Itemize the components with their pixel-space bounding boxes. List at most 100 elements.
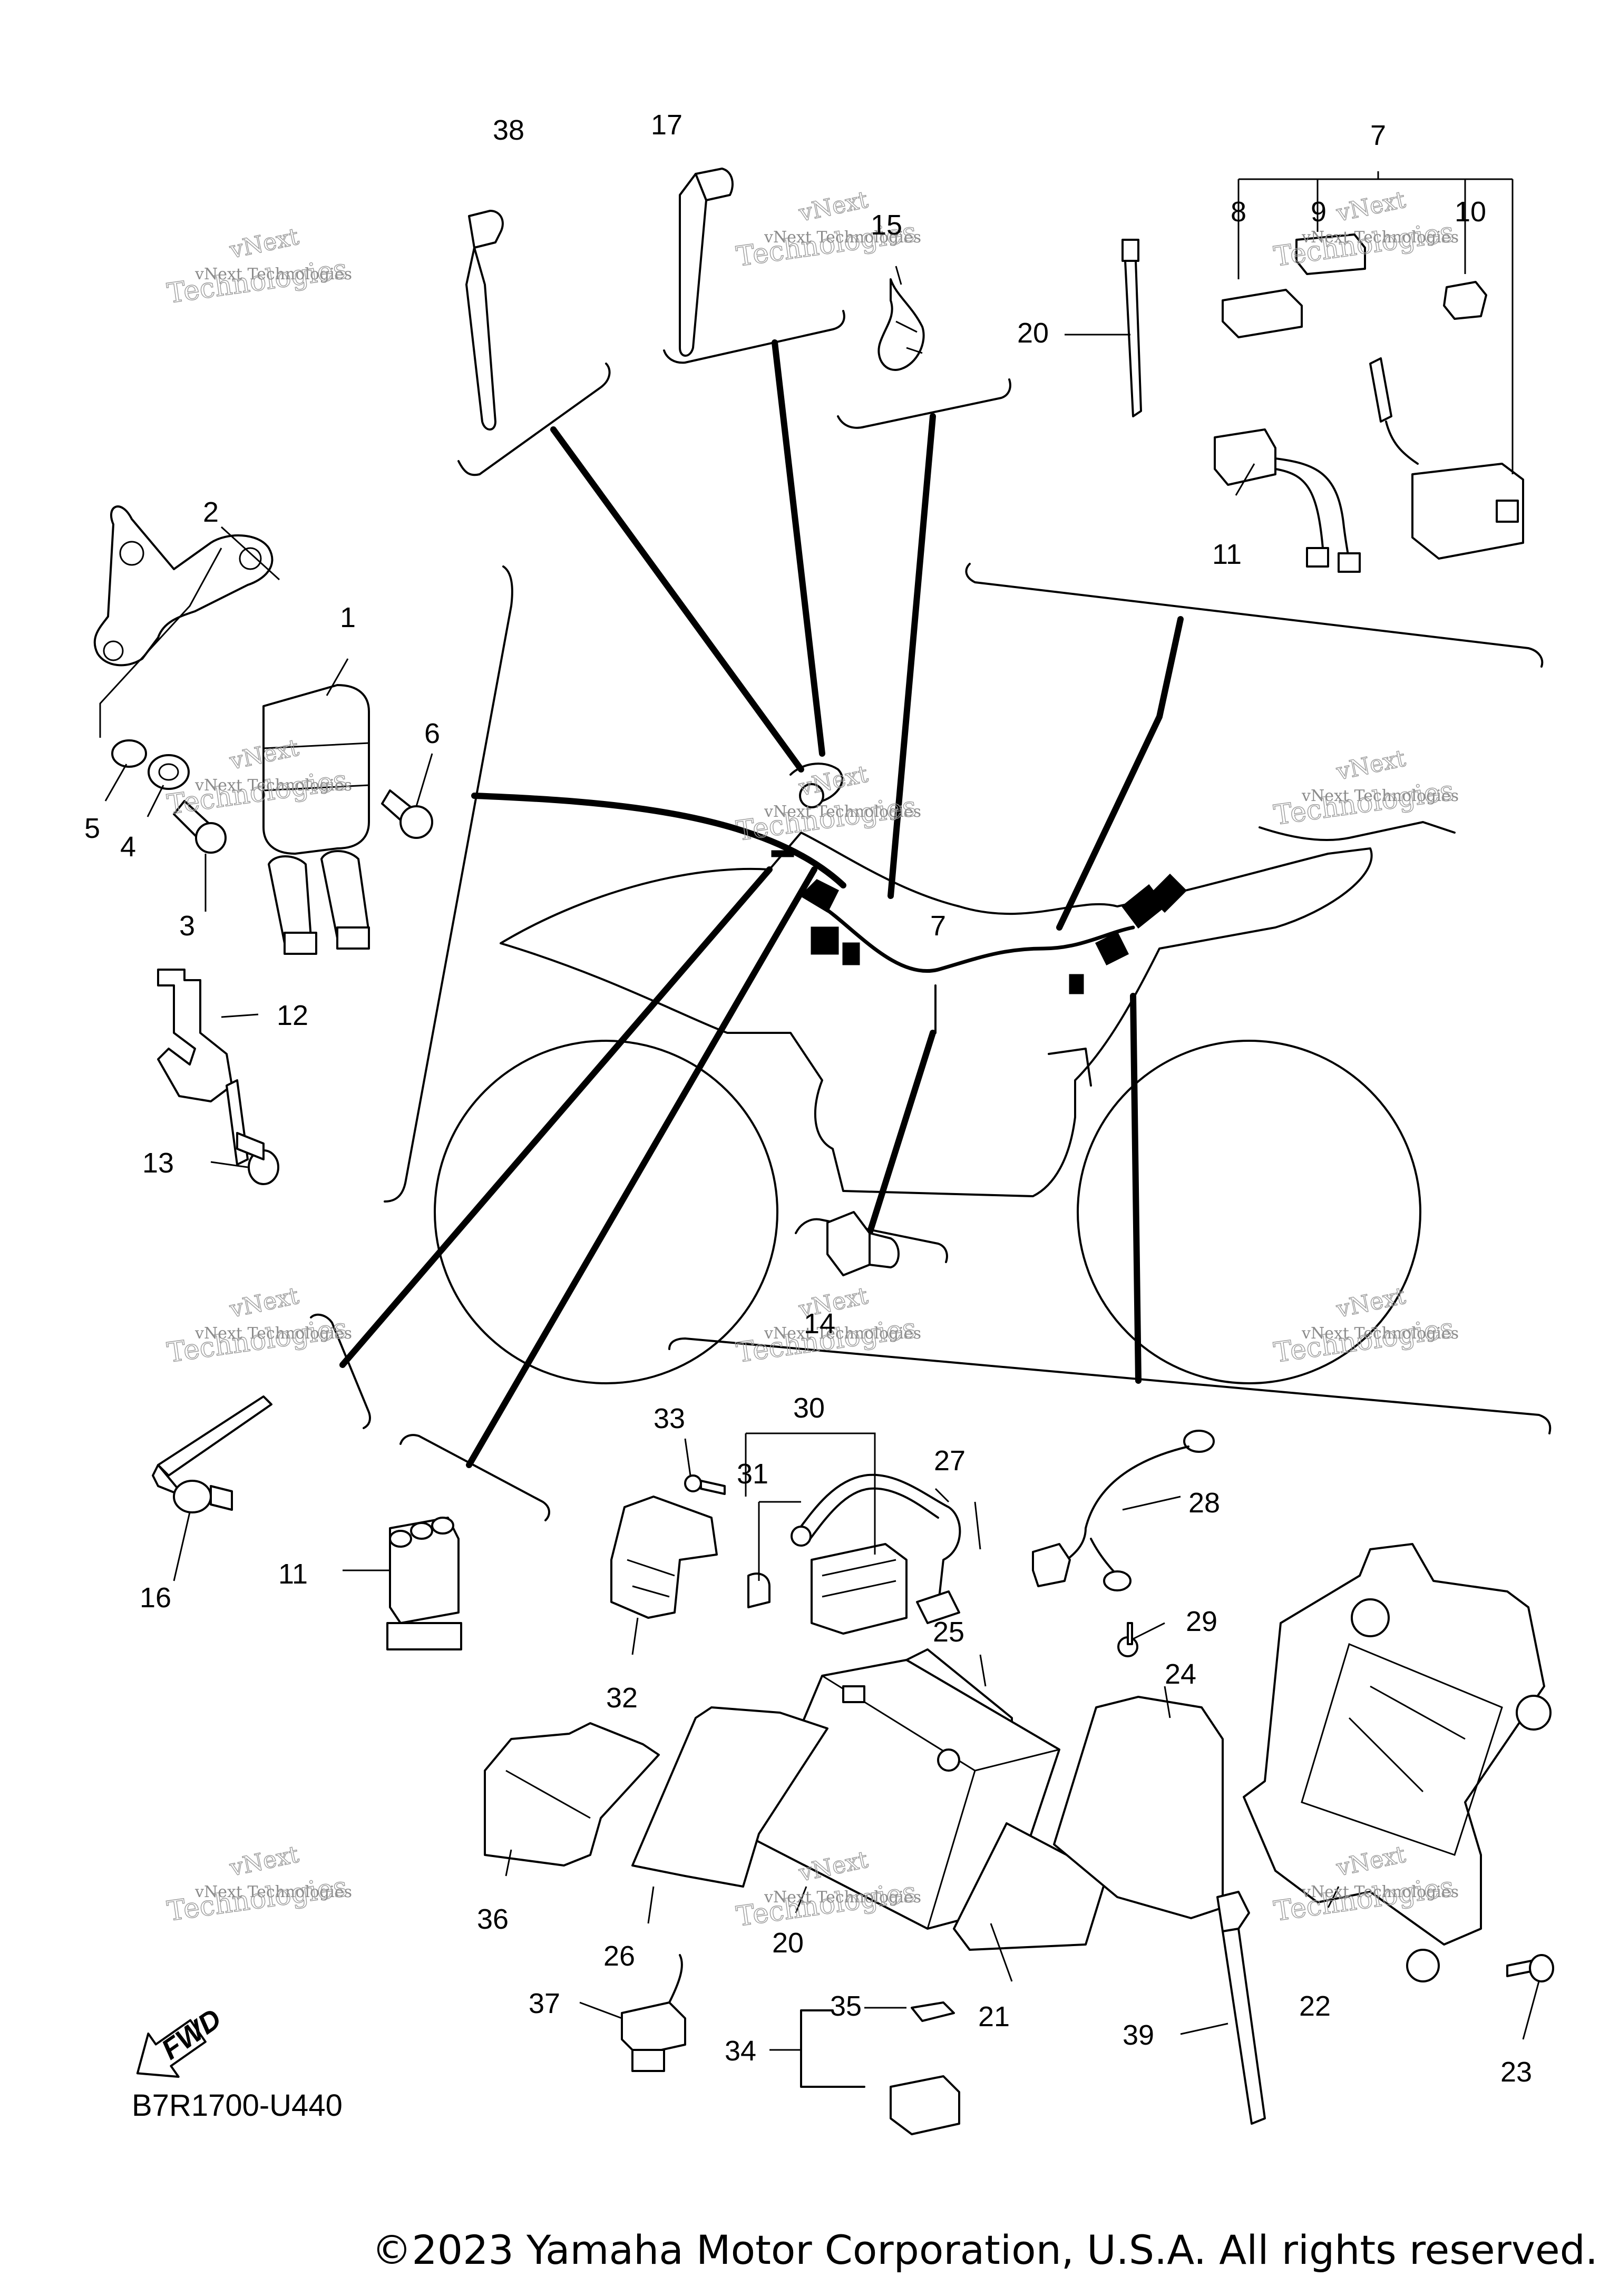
callout-33: 32: [606, 1682, 638, 1714]
watermark-text: vNext: [796, 186, 871, 227]
callout-7-group: 7: [1370, 120, 1386, 151]
small-hardware-3-4-5-6: [111, 739, 433, 854]
callout-39: 39: [1123, 2019, 1154, 2051]
part-27-battery-band: [631, 1706, 828, 1888]
callout-22: 21: [978, 2001, 1010, 2033]
watermark-text: vNext: [227, 1841, 301, 1882]
callout-16: 15: [871, 209, 902, 241]
watermark-text: vNext: [1334, 186, 1408, 227]
callout-25: 24: [1165, 1658, 1196, 1690]
watermark-text: vNext Technologies: [764, 803, 921, 821]
callout-12: 11: [278, 1558, 308, 1590]
part-37-cover: [484, 1722, 660, 1867]
watermark-text: vNext Technologies: [764, 228, 921, 247]
part-12-coupler: [386, 1517, 462, 1650]
motorcycle-outline: [434, 821, 1456, 1384]
part-21-battery: [753, 1659, 1060, 1930]
callout-24: 23: [1500, 2056, 1532, 2088]
callout-11: 11: [1212, 539, 1242, 570]
watermark-text: vNext Technologies: [194, 265, 352, 284]
callout-9: 9: [1311, 196, 1327, 228]
part-11-sub-harness: [1214, 357, 1524, 573]
watermark-text: Technologies: [165, 253, 349, 310]
leader-lines: [310, 310, 1552, 1521]
part-38-sensor: [621, 1954, 686, 2072]
watermark-text: Technologies: [165, 1871, 349, 1928]
callout-5: 5: [84, 813, 100, 844]
watermark-text: vNext: [1334, 745, 1408, 786]
part-17-band-with-clip: [152, 1395, 272, 1513]
callout-19: 38: [493, 114, 524, 146]
callout-numbers: 38 17 15 7 8 9 10 20 11 2 1 6 5 4 3 12 1…: [84, 109, 1532, 2088]
callout-30: 29: [1186, 1606, 1217, 1637]
watermark-text: vNext Technologies: [194, 1883, 352, 1901]
part-24-bolt: [1506, 1954, 1554, 1982]
parts-28-31-32-starter-relay: [747, 1473, 961, 1635]
callout-6: 6: [424, 718, 440, 749]
part-19-cable-band: [465, 210, 504, 431]
watermark-text: Technologies: [1272, 1313, 1456, 1369]
watermark-text: Technologies: [734, 1877, 918, 1933]
wire-harness: [771, 763, 1187, 994]
part-16-wire-clamp: [877, 278, 925, 371]
watermark-text: vNext Technologies: [1301, 228, 1459, 247]
part-29-battery-cable-30-bolt: [1032, 1430, 1215, 1657]
part-2-bracket-plate: [93, 505, 274, 667]
callout-13: 12: [277, 1000, 308, 1031]
watermark-text: vNext Technologies: [1301, 787, 1459, 805]
part-23-battery-box: [1243, 1543, 1552, 1982]
callout-10: 10: [1455, 196, 1486, 228]
copyright-notice: ©2023 Yamaha Motor Corporation, U.S.A. A…: [372, 2226, 1598, 2273]
callout-18: 17: [651, 109, 682, 141]
callout-31: 30: [793, 1392, 825, 1424]
watermark-text: vNext Technologies: [1301, 1324, 1459, 1343]
callout-2: 2: [203, 496, 219, 528]
callout-20: 20: [1017, 317, 1049, 349]
callout-14: 13: [142, 1147, 174, 1179]
callout-26: 25: [933, 1616, 964, 1648]
part-20-cable-tie: [1121, 239, 1142, 417]
callout-8: 8: [1231, 196, 1246, 228]
callout-leaders: [99, 171, 1540, 2051]
part-25-damper: [1053, 1696, 1224, 1919]
callout-7: 7: [930, 910, 946, 942]
watermark-text: vNext Technologies: [764, 1888, 921, 1907]
part-39-cable-band: [1216, 1891, 1266, 2125]
watermark-text: vNext Technologies: [764, 1324, 921, 1343]
part-33-fuse-box: [610, 1496, 718, 1619]
watermark-text: vNext: [1334, 1282, 1408, 1323]
callout-35: 34: [725, 2035, 756, 2067]
callout-36: 35: [830, 1990, 862, 2022]
part-1-relay-unit: [262, 684, 370, 955]
callout-28: 27: [934, 1445, 965, 1477]
callout-4: 4: [120, 831, 136, 863]
callout-21: 20: [772, 1927, 804, 1959]
callout-32: 31: [737, 1458, 768, 1490]
parts-35-36-fuse: [800, 2001, 960, 2135]
watermark-text: vNext Technologies: [194, 776, 352, 795]
callout-38: 37: [529, 1988, 560, 2019]
watermark-text: Technologies: [165, 1313, 349, 1369]
watermark-text: vNext Technologies: [1301, 1883, 1459, 1901]
callout-3: 3: [179, 910, 195, 942]
forward-arrow-icon: FWD: [136, 2002, 227, 2078]
diagram-code: B7R1700-U440: [132, 2088, 343, 2123]
callout-27: 26: [603, 1940, 635, 1972]
callout-1: 1: [340, 602, 356, 633]
callout-15: 14: [804, 1308, 835, 1340]
callout-17: 16: [140, 1582, 171, 1614]
part-13-stay-14-bolt: [157, 969, 279, 1185]
callout-37: 36: [477, 1903, 509, 1935]
watermark-text: vNext: [227, 1282, 301, 1323]
part-18-cable-band: [679, 168, 734, 357]
callout-29: 28: [1188, 1487, 1220, 1519]
watermark-text: vNext Technologies: [194, 1324, 352, 1343]
